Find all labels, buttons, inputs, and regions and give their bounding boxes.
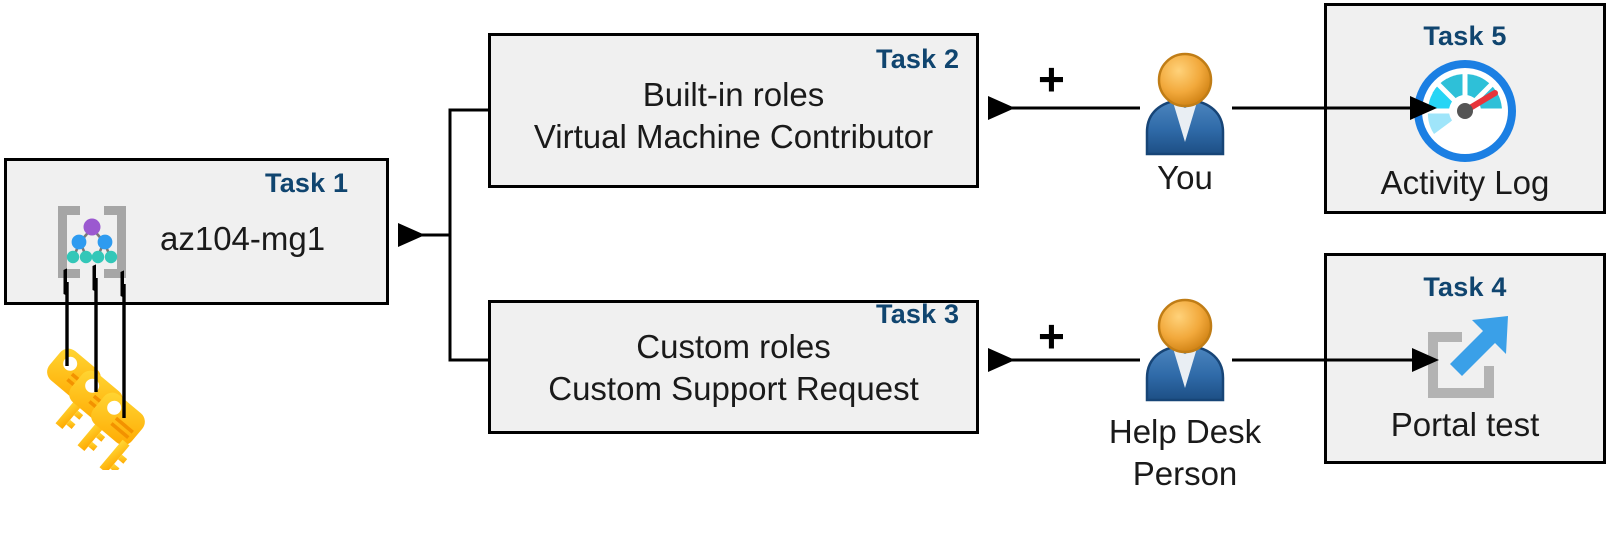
task-2-box[interactable] <box>488 33 979 188</box>
helpdesk-caption-line-2: Person <box>1132 455 1238 492</box>
task-3-text-line-2: Custom Support Request <box>548 370 919 407</box>
plus-sign-top: + <box>1038 53 1065 105</box>
you-caption: You <box>1157 159 1213 196</box>
task-2-text-line-1: Built-in roles <box>642 76 825 113</box>
helpdesk-avatar <box>1135 296 1235 408</box>
helpdesk-caption-line-1: Help Desk <box>1108 413 1262 450</box>
task-2-label: Task 2 <box>876 44 960 74</box>
task-5-label: Task 5 <box>1423 21 1507 51</box>
task-3-box[interactable] <box>488 300 979 434</box>
task-2-text-line-2: Virtual Machine Contributor <box>533 118 934 155</box>
task-4-caption: Portal test <box>1390 406 1540 443</box>
task-3-label: Task 3 <box>876 299 960 329</box>
connector-tasks-to-task1 <box>398 108 488 362</box>
plus-sign-bottom: + <box>1038 310 1065 362</box>
you-avatar <box>1135 50 1235 162</box>
task-3-text-line-1: Custom roles <box>636 328 831 365</box>
keys-icon <box>36 340 156 474</box>
task-1-box[interactable] <box>4 158 389 305</box>
task-1-text: az104-mg1 <box>160 220 326 257</box>
task-5-caption: Activity Log <box>1380 164 1550 201</box>
gauge-icon <box>1414 60 1516 162</box>
external-link-icon <box>1420 310 1516 406</box>
task-4-label: Task 4 <box>1423 272 1507 302</box>
management-group-icon <box>46 196 138 288</box>
task-1-label: Task 1 <box>265 168 349 198</box>
